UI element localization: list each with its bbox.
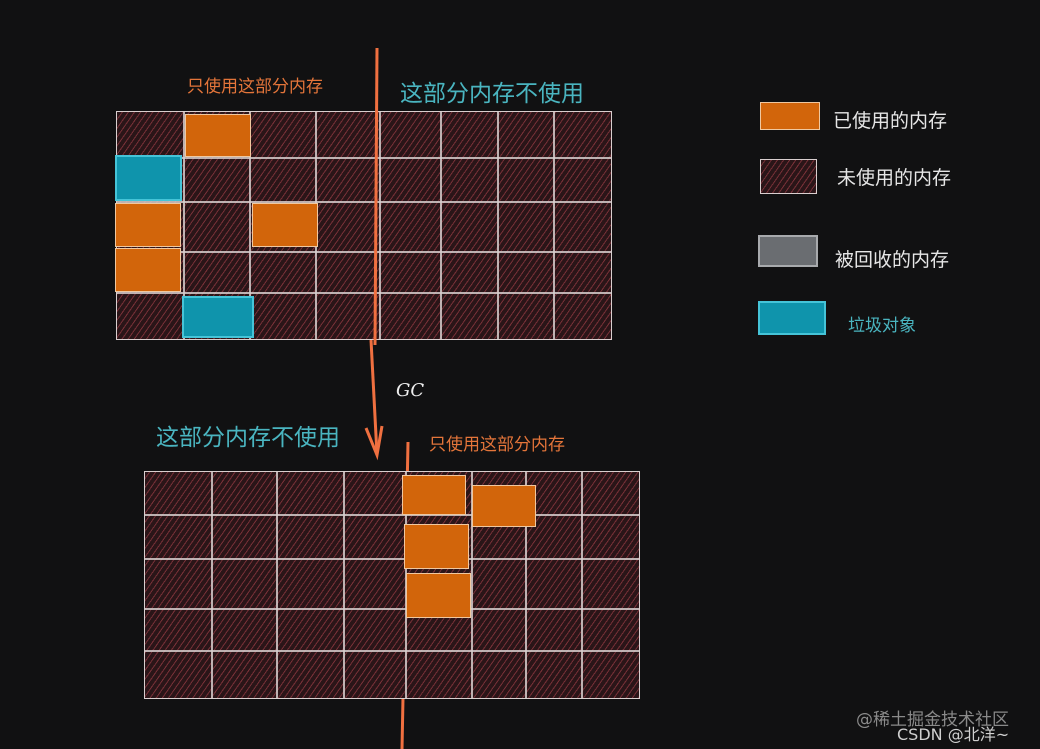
used-memory-block — [185, 114, 251, 157]
used-memory-block — [402, 475, 466, 515]
bottom-unused-label: 这部分内存不使用 — [156, 425, 340, 451]
bottom-used-only-label: 只使用这部分内存 — [429, 435, 565, 455]
used-memory-block — [406, 573, 471, 618]
garbage-object-block — [115, 155, 182, 201]
top-memory-grid — [115, 111, 612, 340]
used-memory-block — [115, 248, 181, 292]
used-memory-block — [472, 485, 536, 527]
bottom-memory-grid — [144, 471, 640, 699]
top-unused-label: 这部分内存不使用 — [400, 81, 584, 107]
legend-used-swatch — [760, 102, 822, 131]
legend-recycled-label: 被回收的内存 — [835, 249, 950, 271]
legend-garbage-label: 垃圾对象 — [848, 316, 916, 336]
garbage-object-block — [182, 296, 254, 338]
used-memory-block — [404, 524, 469, 569]
legend-recycled-swatch — [758, 235, 820, 268]
legend-garbage-swatch — [758, 301, 828, 336]
watermark-juejin: @稀土掘金技术社区 — [856, 710, 1009, 730]
top-used-only-label: 只使用这部分内存 — [187, 77, 323, 97]
watermark-csdn: CSDN @北洋~ — [897, 725, 1010, 744]
used-memory-block — [115, 203, 181, 247]
gc-label: GC — [396, 380, 425, 401]
legend-unused-label: 未使用的内存 — [837, 167, 952, 189]
legend-used-label: 已使用的内存 — [833, 110, 948, 132]
used-memory-block — [252, 203, 318, 247]
legend-unused-swatch — [760, 159, 817, 194]
